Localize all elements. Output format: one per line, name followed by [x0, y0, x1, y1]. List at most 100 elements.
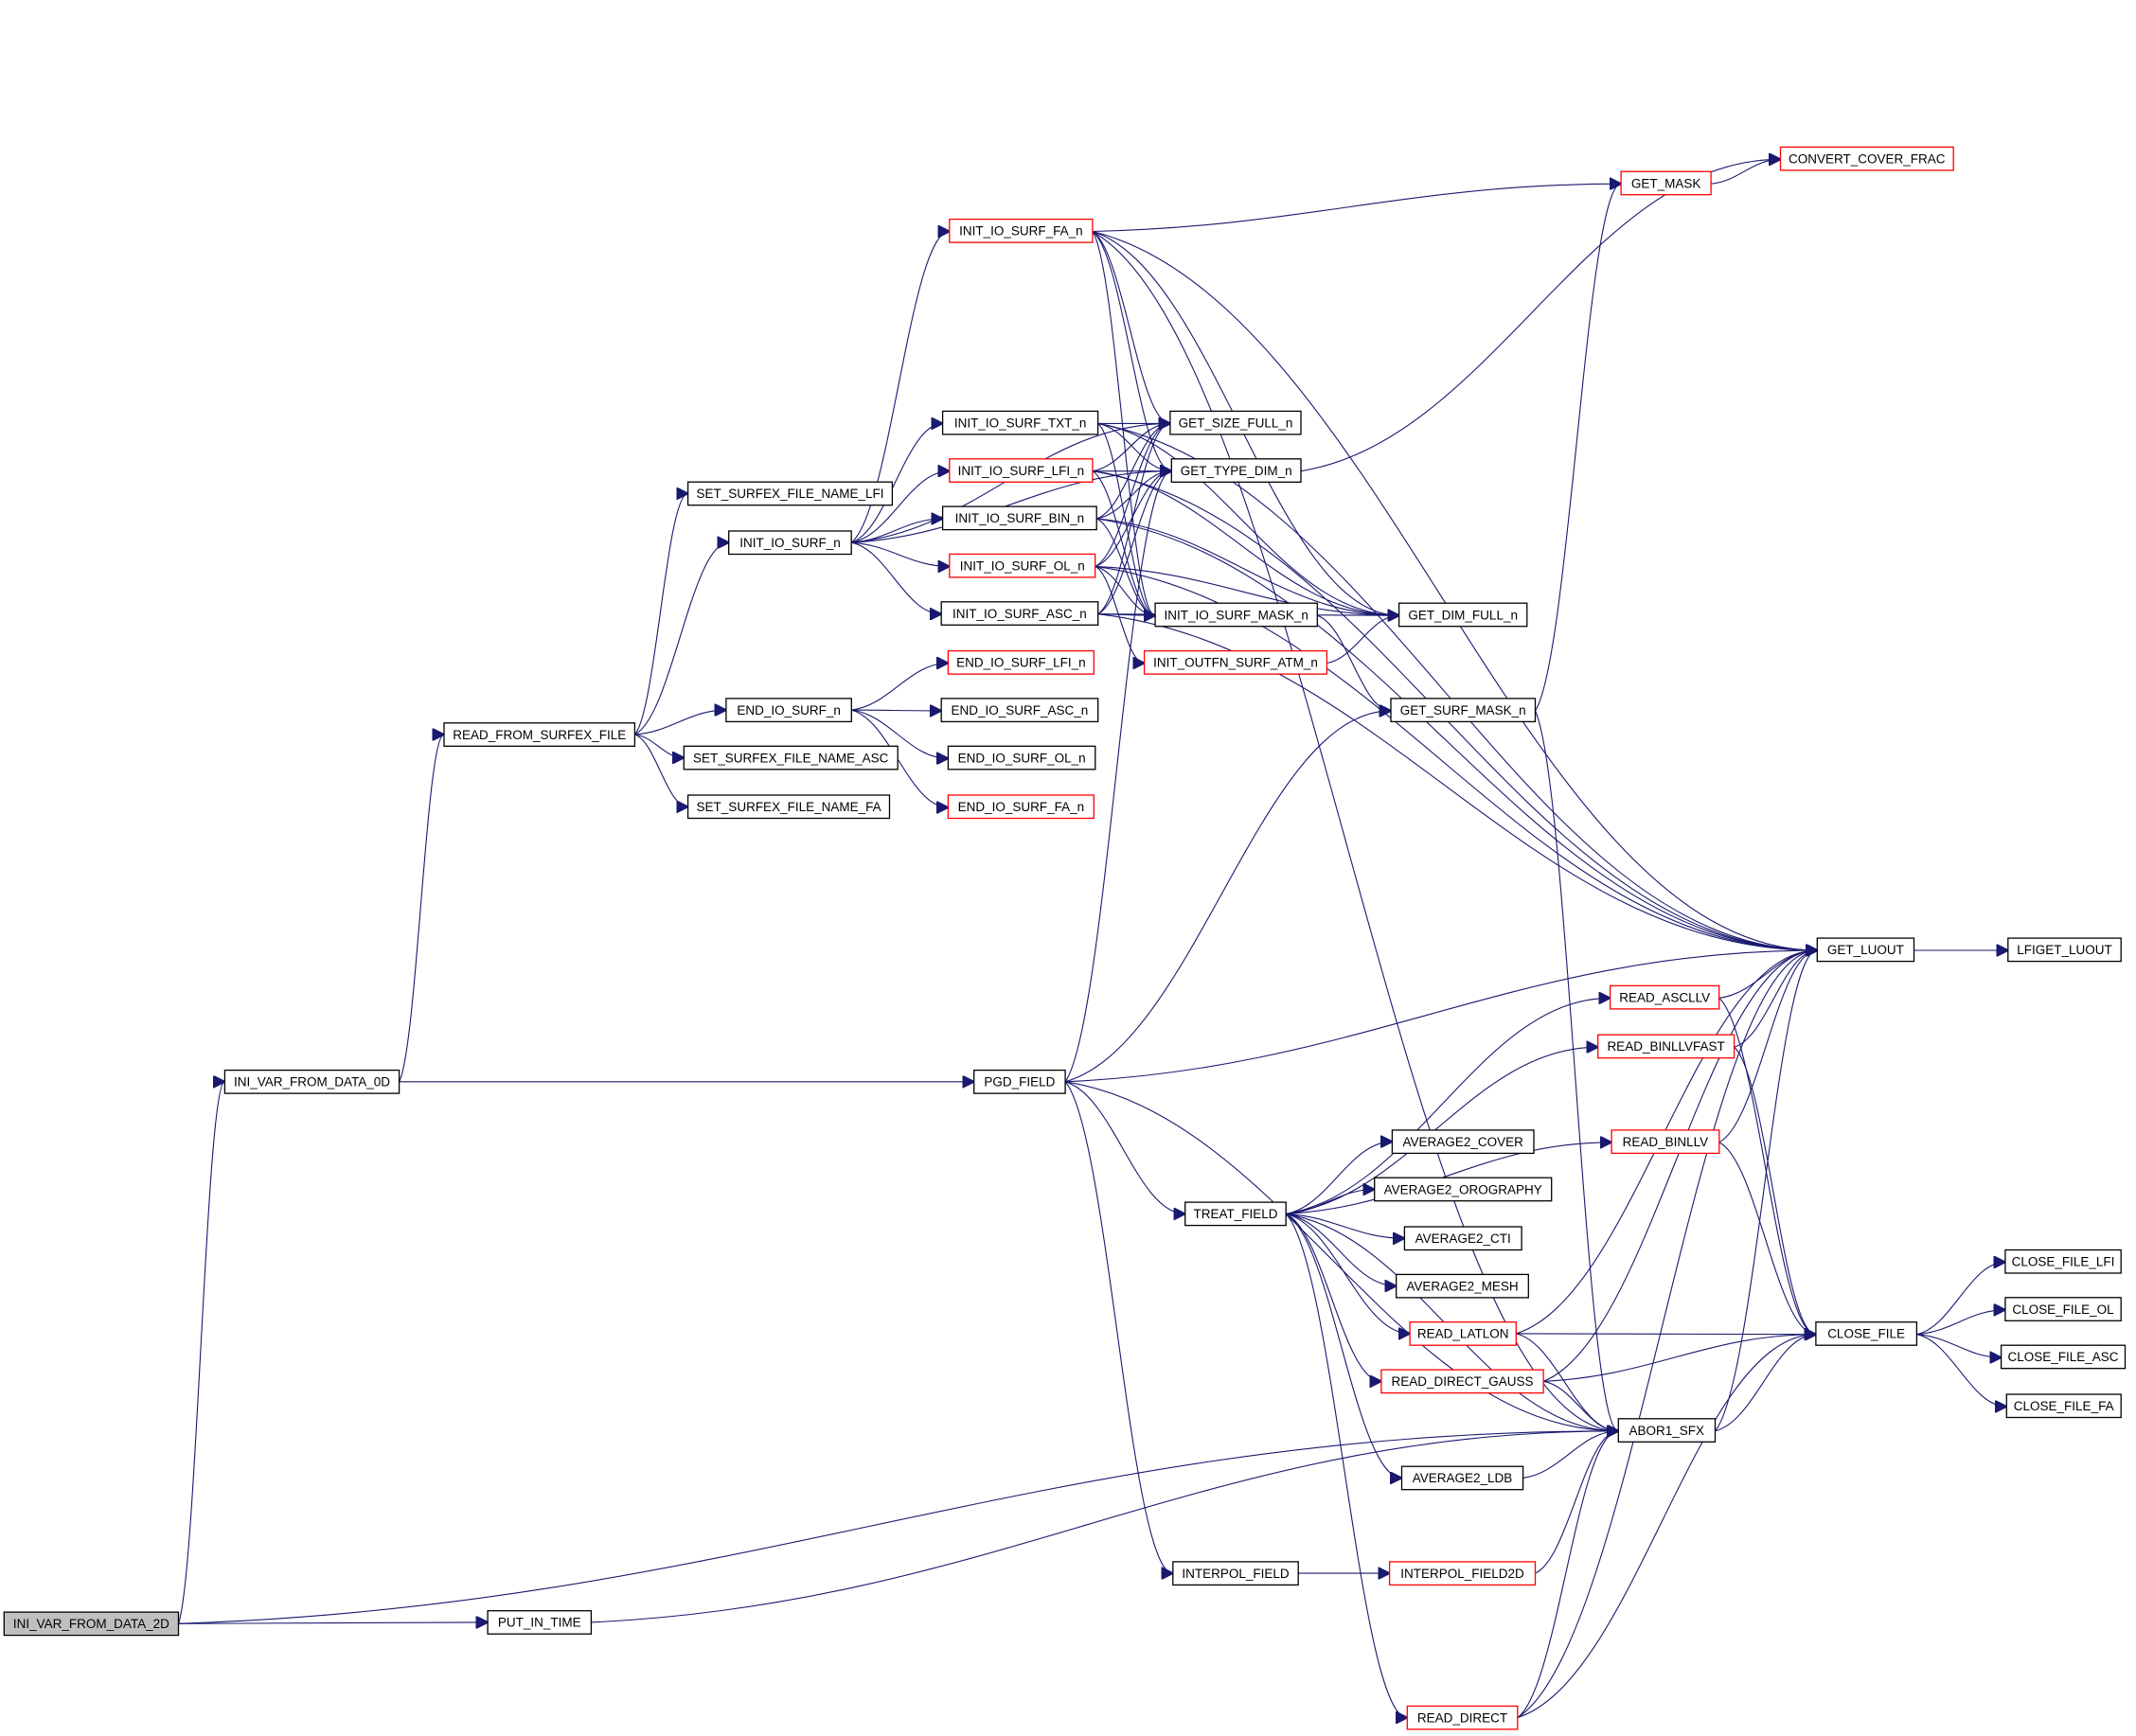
node-box: [686, 794, 891, 820]
node-ini-var-from-data-0d[interactable]: INI_VAR_FROM_DATA_0D: [223, 1069, 400, 1094]
node-interpol-field[interactable]: INTERPOL_FIELD: [1172, 1561, 1299, 1586]
call-edge-treat-field-to-average2-orography: [1286, 1190, 1375, 1214]
node-close-file-fa[interactable]: CLOSE_FILE_FA: [2005, 1393, 2122, 1419]
node-box: [728, 530, 852, 556]
node-put-in-time[interactable]: PUT_IN_TIME: [487, 1610, 593, 1635]
node-init-outfn-surf-atm-n[interactable]: INIT_OUTFN_SURF_ATM_n: [1143, 649, 1328, 675]
node-read-direct-gauss[interactable]: READ_DIRECT_GAUSS: [1380, 1369, 1544, 1394]
node-lfiget-luout[interactable]: LFIGET_LUOUT: [2007, 937, 2122, 963]
call-edge-read-from-surfex-file-to-end-io-surf-n: [634, 710, 726, 735]
node-get-type-dim-n[interactable]: GET_TYPE_DIM_n: [1170, 458, 1302, 483]
node-read-binllvfast[interactable]: READ_BINLLVFAST: [1597, 1034, 1736, 1059]
call-edge-read-direct-gauss-to-close-file: [1543, 1335, 1816, 1382]
call-edge-treat-field-to-read-binllvfast: [1286, 1047, 1598, 1214]
node-set-surfex-file-name-asc[interactable]: SET_SURFEX_FILE_NAME_ASC: [683, 745, 899, 771]
node-box: [683, 745, 899, 771]
node-init-io-surf-mask-n[interactable]: INIT_IO_SURF_MASK_n: [1154, 602, 1318, 628]
node-label: CLOSE_FILE_FA: [2014, 1399, 2114, 1413]
node-interpol-field2d[interactable]: INTERPOL_FIELD2D: [1388, 1561, 1537, 1586]
node-read-latlon[interactable]: READ_LATLON: [1409, 1321, 1517, 1346]
node-label: CLOSE_FILE_OL: [2012, 1302, 2114, 1317]
node-set-surfex-file-name-fa[interactable]: SET_SURFEX_FILE_NAME_FA: [686, 794, 891, 820]
node-box: [1380, 1369, 1544, 1394]
node-box: [223, 1069, 400, 1094]
call-edge-init-io-surf-bin-n-to-get-dim-full-n: [1096, 518, 1398, 615]
call-edge-init-io-surf-n-to-init-io-surf-txt-n: [851, 423, 942, 543]
call-edge-close-file-to-close-file-fa: [1916, 1334, 2006, 1407]
node-box: [1169, 410, 1302, 435]
node-average2-ldb[interactable]: AVERAGE2_LDB: [1400, 1465, 1524, 1491]
node-init-io-surf-ol-n[interactable]: INIT_IO_SURF_OL_n: [949, 553, 1096, 578]
node-end-io-surf-lfi-n[interactable]: END_IO_SURF_LFI_n: [947, 649, 1095, 675]
call-edge-read-from-surfex-file-to-set-surfex-file-name-lfi: [634, 493, 688, 735]
node-get-dim-full-n[interactable]: GET_DIM_FULL_n: [1397, 602, 1528, 628]
call-edge-read-ascllv-to-close-file: [1718, 997, 1816, 1334]
call-edge-pgd-field-to-get-luout: [1065, 950, 1817, 1083]
node-init-io-surf-fa-n[interactable]: INIT_IO_SURF_FA_n: [949, 218, 1094, 243]
node-average2-cover[interactable]: AVERAGE2_COVER: [1391, 1129, 1535, 1155]
call-edge-ini-var-from-data-0d-to-read-from-surfex-file: [399, 735, 444, 1083]
node-get-surf-mask-n[interactable]: GET_SURF_MASK_n: [1390, 698, 1537, 723]
node-pgd-field[interactable]: PGD_FIELD: [973, 1069, 1066, 1094]
node-set-surfex-file-name-lfi[interactable]: SET_SURFEX_FILE_NAME_LFI: [686, 481, 894, 506]
node-read-direct[interactable]: READ_DIRECT: [1406, 1705, 1519, 1730]
call-edge-read-from-surfex-file-to-set-surfex-file-name-asc: [634, 734, 685, 758]
node-close-file[interactable]: CLOSE_FILE: [1815, 1321, 1918, 1346]
node-label: LFIGET_LUOUT: [2017, 943, 2112, 957]
node-treat-field[interactable]: TREAT_FIELD: [1184, 1201, 1287, 1227]
node-label: INIT_IO_SURF_LFI_n: [958, 464, 1085, 478]
node-end-io-surf-asc-n[interactable]: END_IO_SURF_ASC_n: [940, 698, 1099, 723]
node-abor1-sfx[interactable]: ABOR1_SFX: [1617, 1418, 1717, 1443]
call-edge-read-binllv-to-close-file: [1718, 1142, 1816, 1335]
node-label: INIT_IO_SURF_MASK_n: [1165, 608, 1308, 622]
call-edge-read-direct-to-abor1-sfx: [1517, 1431, 1619, 1719]
nodes-layer: INI_VAR_FROM_DATA_2D INI_VAR_FROM_DATA_0D…: [3, 146, 2127, 1730]
node-label: END_IO_SURF_n: [737, 703, 841, 717]
node-close-file-lfi[interactable]: CLOSE_FILE_LFI: [2004, 1249, 2122, 1274]
node-get-mask[interactable]: GET_MASK: [1620, 170, 1712, 196]
node-end-io-surf-fa-n[interactable]: END_IO_SURF_FA_n: [947, 794, 1095, 820]
node-close-file-ol[interactable]: CLOSE_FILE_OL: [2004, 1297, 2122, 1321]
node-box: [2005, 1393, 2122, 1419]
node-box: [1611, 1129, 1720, 1155]
node-get-luout[interactable]: GET_LUOUT: [1816, 937, 1915, 963]
call-edge-init-io-surf-bin-n-to-get-luout: [1096, 518, 1817, 950]
node-init-io-surf-txt-n[interactable]: INIT_IO_SURF_TXT_n: [941, 410, 1099, 435]
node-end-io-surf-ol-n[interactable]: END_IO_SURF_OL_n: [947, 745, 1096, 771]
node-label: READ_LATLON: [1417, 1327, 1509, 1341]
call-edge-init-io-surf-fa-n-to-get-luout: [1092, 230, 1817, 951]
node-read-ascllv[interactable]: READ_ASCLLV: [1609, 984, 1720, 1010]
node-label: READ_BINLLVFAST: [1607, 1039, 1724, 1054]
node-ini-var-from-data-2d[interactable]: INI_VAR_FROM_DATA_2D: [3, 1611, 180, 1637]
node-label: AVERAGE2_OROGRAPHY: [1384, 1182, 1542, 1196]
node-init-io-surf-asc-n[interactable]: INIT_IO_SURF_ASC_n: [940, 601, 1099, 626]
call-edge-treat-field-to-read-ascllv: [1286, 998, 1610, 1214]
node-label: GET_MASK: [1631, 176, 1701, 190]
node-read-from-surfex-file[interactable]: READ_FROM_SURFEX_FILE: [443, 722, 636, 747]
node-label: SET_SURFEX_FILE_NAME_FA: [697, 800, 881, 814]
node-average2-mesh[interactable]: AVERAGE2_MESH: [1396, 1273, 1529, 1299]
node-box: [1403, 1226, 1522, 1251]
node-label: CLOSE_FILE_LFI: [2012, 1255, 2115, 1269]
node-average2-orography[interactable]: AVERAGE2_OROGRAPHY: [1374, 1177, 1553, 1202]
node-box: [949, 218, 1094, 243]
node-average2-cti[interactable]: AVERAGE2_CTI: [1403, 1226, 1522, 1251]
node-read-binllv[interactable]: READ_BINLLV: [1611, 1129, 1720, 1155]
node-label: GET_SURF_MASK_n: [1400, 703, 1526, 717]
node-box: [443, 722, 636, 747]
node-box: [941, 505, 1097, 531]
call-edge-end-io-surf-n-to-end-io-surf-lfi-n: [851, 664, 948, 711]
call-edge-treat-field-to-read-binllv: [1286, 1143, 1611, 1214]
node-label: INIT_IO_SURF_n: [739, 536, 841, 550]
node-box: [1397, 602, 1528, 628]
node-label: END_IO_SURF_LFI_n: [956, 656, 1086, 670]
node-label: INIT_IO_SURF_TXT_n: [954, 416, 1087, 430]
node-convert-cover-frac[interactable]: CONVERT_COVER_FRAC: [1779, 146, 1954, 171]
call-edge-init-io-surf-txt-n-to-get-dim-full-n: [1097, 422, 1399, 615]
node-get-size-full-n[interactable]: GET_SIZE_FULL_n: [1169, 410, 1302, 435]
node-init-io-surf-n[interactable]: INIT_IO_SURF_n: [728, 530, 852, 556]
node-init-io-surf-lfi-n[interactable]: INIT_IO_SURF_LFI_n: [949, 458, 1094, 483]
node-init-io-surf-bin-n[interactable]: INIT_IO_SURF_BIN_n: [941, 505, 1097, 531]
node-close-file-asc[interactable]: CLOSE_FILE_ASC: [2000, 1344, 2127, 1370]
node-end-io-surf-n[interactable]: END_IO_SURF_n: [725, 698, 852, 723]
